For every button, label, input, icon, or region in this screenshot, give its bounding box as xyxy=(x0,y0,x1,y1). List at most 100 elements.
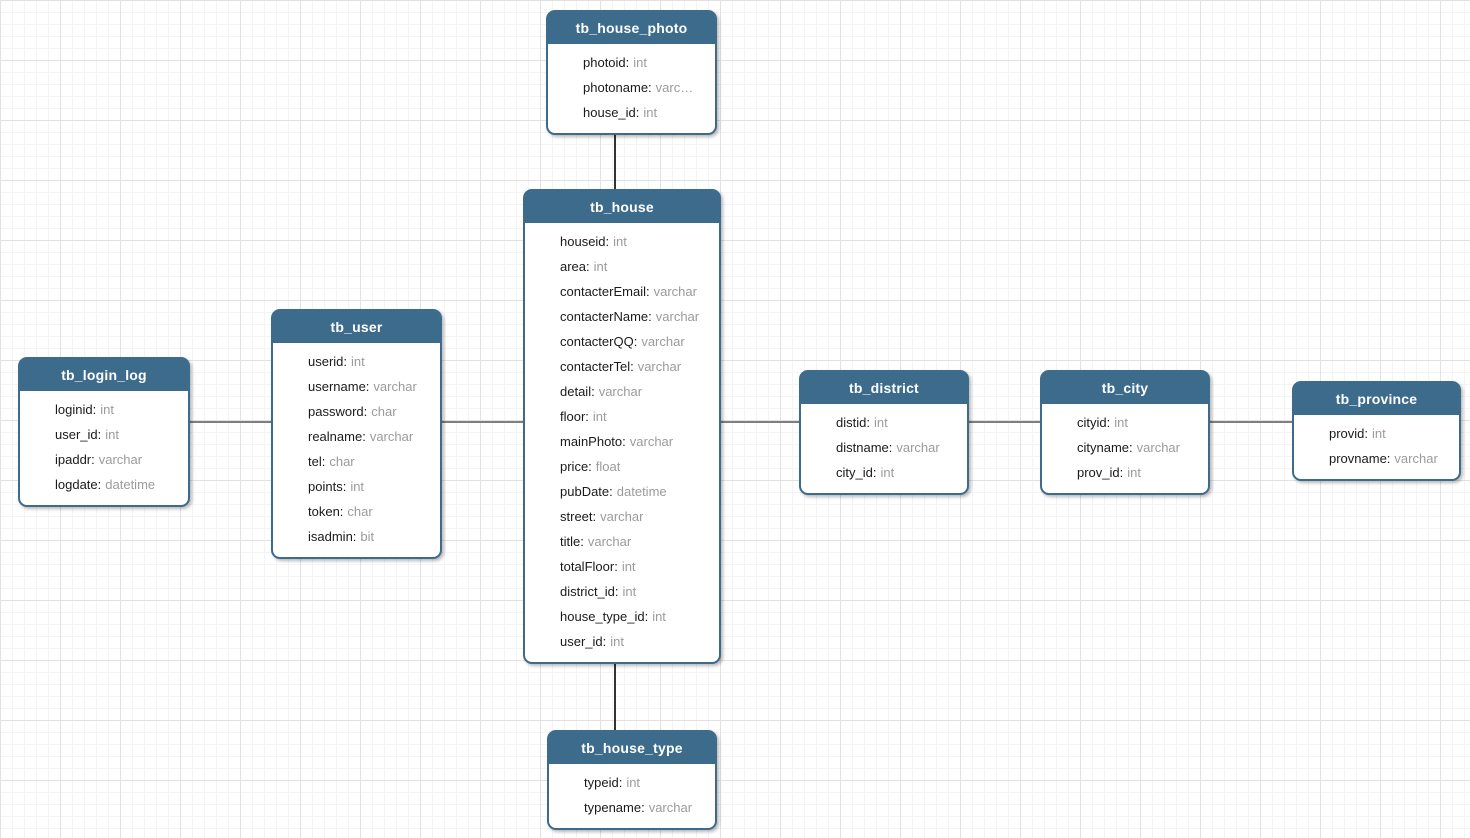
table-box-tb_district[interactable]: tb_district distid:int distname:varchar … xyxy=(799,370,969,495)
field-row[interactable]: title:varchar xyxy=(525,529,719,554)
table-box-tb_city[interactable]: tb_city cityid:int cityname:varchar prov… xyxy=(1040,370,1210,495)
table-body: typeid:int typename:varchar xyxy=(549,764,715,828)
field-row[interactable]: tel:char xyxy=(273,449,440,474)
table-header[interactable]: tb_province xyxy=(1294,383,1459,415)
table-body: userid:int username:varchar password:cha… xyxy=(273,343,440,557)
field-type: int xyxy=(1114,415,1128,430)
field-name: user_id: xyxy=(560,634,607,649)
table-title: tb_district xyxy=(849,380,919,396)
field-name: points: xyxy=(308,479,347,494)
field-name: area: xyxy=(560,259,590,274)
field-row[interactable]: distname:varchar xyxy=(801,435,967,460)
field-row[interactable]: typename:varchar xyxy=(549,795,715,820)
field-row[interactable]: points:int xyxy=(273,474,440,499)
field-type: int xyxy=(633,55,647,70)
field-row[interactable]: distid:int xyxy=(801,410,967,435)
field-row[interactable]: photoname:varc… xyxy=(548,75,715,100)
field-row[interactable]: contacterTel:varchar xyxy=(525,354,719,379)
field-row[interactable]: photoid:int xyxy=(548,50,715,75)
field-type: varchar xyxy=(98,452,143,467)
field-row[interactable]: city_id:int xyxy=(801,460,967,485)
field-row[interactable]: isadmin:bit xyxy=(273,524,440,549)
field-row[interactable]: prov_id:int xyxy=(1042,460,1208,485)
field-type: varchar xyxy=(655,309,700,324)
table-box-tb_house_type[interactable]: tb_house_type typeid:int typename:varcha… xyxy=(547,730,717,830)
table-header[interactable]: tb_house_type xyxy=(549,732,715,764)
table-box-tb_house_photo[interactable]: tb_house_photo photoid:int photoname:var… xyxy=(546,10,717,135)
field-type: datetime xyxy=(616,484,667,499)
field-name: tel: xyxy=(308,454,326,469)
field-type: int xyxy=(1127,465,1141,480)
field-row[interactable]: realname:varchar xyxy=(273,424,440,449)
field-row[interactable]: house_type_id:int xyxy=(525,604,719,629)
field-row[interactable]: mainPhoto:varchar xyxy=(525,429,719,454)
field-row[interactable]: contacterQQ:varchar xyxy=(525,329,719,354)
table-title: tb_house_type xyxy=(581,740,683,756)
field-row[interactable]: floor:int xyxy=(525,404,719,429)
table-header[interactable]: tb_district xyxy=(801,372,967,404)
table-header[interactable]: tb_house xyxy=(525,191,719,223)
table-box-tb_login_log[interactable]: tb_login_log loginid:int user_id:int ipa… xyxy=(18,357,190,507)
field-row[interactable]: contacterEmail:varchar xyxy=(525,279,719,304)
table-header[interactable]: tb_city xyxy=(1042,372,1208,404)
field-name: realname: xyxy=(308,429,366,444)
field-name: logdate: xyxy=(55,477,102,492)
field-row[interactable]: typeid:int xyxy=(549,770,715,795)
field-name: houseid: xyxy=(560,234,610,249)
field-type: varchar xyxy=(896,440,940,455)
field-row[interactable]: user_id:int xyxy=(525,629,719,654)
field-type: int xyxy=(350,479,365,494)
table-box-tb_province[interactable]: tb_province provid:int provname:varchar xyxy=(1292,381,1461,481)
field-row[interactable]: contacterName:varchar xyxy=(525,304,719,329)
field-name: loginid: xyxy=(55,402,97,417)
field-row[interactable]: userid:int xyxy=(273,349,440,374)
field-row[interactable]: provid:int xyxy=(1294,421,1459,446)
table-body: provid:int provname:varchar xyxy=(1294,415,1459,479)
field-name: typeid: xyxy=(584,775,623,790)
field-row[interactable]: token:char xyxy=(273,499,440,524)
field-name: contacterName: xyxy=(560,309,652,324)
table-header[interactable]: tb_user xyxy=(273,311,440,343)
field-row[interactable]: pubDate:datetime xyxy=(525,479,719,504)
field-row[interactable]: area:int xyxy=(525,254,719,279)
field-row[interactable]: provname:varchar xyxy=(1294,446,1459,471)
field-row[interactable]: password:char xyxy=(273,399,440,424)
table-title: tb_house xyxy=(590,199,654,215)
table-title: tb_user xyxy=(330,319,383,335)
field-type: varchar xyxy=(587,534,632,549)
table-header[interactable]: tb_house_photo xyxy=(548,12,715,44)
field-row[interactable]: loginid:int xyxy=(20,397,188,422)
field-type: varchar xyxy=(600,509,644,524)
field-name: floor: xyxy=(560,409,589,424)
field-name: photoname: xyxy=(583,80,652,95)
table-header[interactable]: tb_login_log xyxy=(20,359,188,391)
field-row[interactable]: cityname:varchar xyxy=(1042,435,1208,460)
field-row[interactable]: district_id:int xyxy=(525,579,719,604)
table-body: photoid:int photoname:varc… house_id:int xyxy=(548,44,715,133)
table-body: distid:int distname:varchar city_id:int xyxy=(801,404,967,493)
field-row[interactable]: ipaddr:varchar xyxy=(20,447,188,472)
field-type: varchar xyxy=(598,384,643,399)
field-name: photoid: xyxy=(583,55,630,70)
field-type: int xyxy=(610,634,624,649)
table-box-tb_house[interactable]: tb_house houseid:int area:int contacterE… xyxy=(523,189,721,664)
field-row[interactable]: house_id:int xyxy=(548,100,715,125)
field-name: contacterEmail: xyxy=(560,284,650,299)
field-row[interactable]: detail:varchar xyxy=(525,379,719,404)
field-row[interactable]: street:varchar xyxy=(525,504,719,529)
field-name: typename: xyxy=(584,800,645,815)
field-type: varchar xyxy=(369,429,414,444)
field-name: provname: xyxy=(1329,451,1391,466)
field-row[interactable]: totalFloor:int xyxy=(525,554,719,579)
field-row[interactable]: user_id:int xyxy=(20,422,188,447)
field-name: city_id: xyxy=(836,465,877,480)
table-box-tb_user[interactable]: tb_user userid:int username:varchar pass… xyxy=(271,309,442,559)
field-row[interactable]: logdate:datetime xyxy=(20,472,188,497)
field-row[interactable]: cityid:int xyxy=(1042,410,1208,435)
field-name: token: xyxy=(308,504,344,519)
field-name: street: xyxy=(560,509,597,524)
field-row[interactable]: username:varchar xyxy=(273,374,440,399)
field-row[interactable]: price:float xyxy=(525,454,719,479)
field-row[interactable]: houseid:int xyxy=(525,229,719,254)
